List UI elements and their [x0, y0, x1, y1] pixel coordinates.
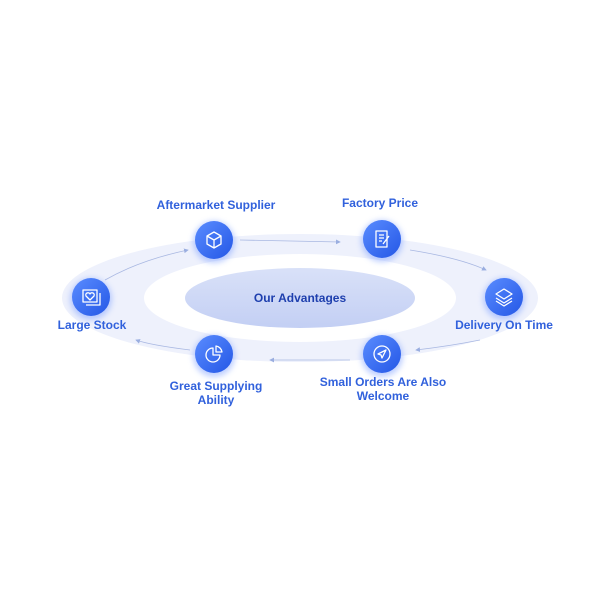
center-ellipse	[185, 268, 415, 328]
advantage-label: Aftermarket Supplier	[157, 198, 276, 212]
pie-chart-icon	[205, 345, 223, 363]
advantage-node	[193, 335, 235, 377]
label-line: Great Supplying	[169, 379, 263, 393]
paper-plane-icon	[373, 345, 391, 363]
label-line: Small Orders Are Also	[319, 375, 447, 389]
advantage-node	[70, 278, 112, 320]
advantage-node	[361, 220, 403, 262]
cube-icon	[206, 231, 222, 249]
advantage-label: Large Stock	[58, 318, 127, 332]
label-line: Aftermarket Supplier	[156, 198, 276, 212]
label-line: Ability	[197, 393, 235, 407]
label-line: Delivery On Time	[455, 318, 553, 332]
document-edit-icon	[375, 230, 390, 248]
advantage-node	[483, 278, 525, 320]
layers-icon	[495, 288, 513, 307]
advantage-node	[361, 335, 403, 377]
label-line: Large Stock	[57, 318, 127, 332]
flow-arrows	[104, 239, 487, 363]
label-line: Welcome	[356, 389, 410, 403]
advantage-label: Factory Price	[342, 196, 418, 210]
label-line: Factory Price	[341, 196, 419, 210]
center-title: Our Advantages	[253, 291, 347, 305]
advantage-node	[193, 221, 235, 263]
advantage-label: Delivery On Time	[455, 318, 553, 332]
heart-photo-icon	[82, 289, 101, 306]
